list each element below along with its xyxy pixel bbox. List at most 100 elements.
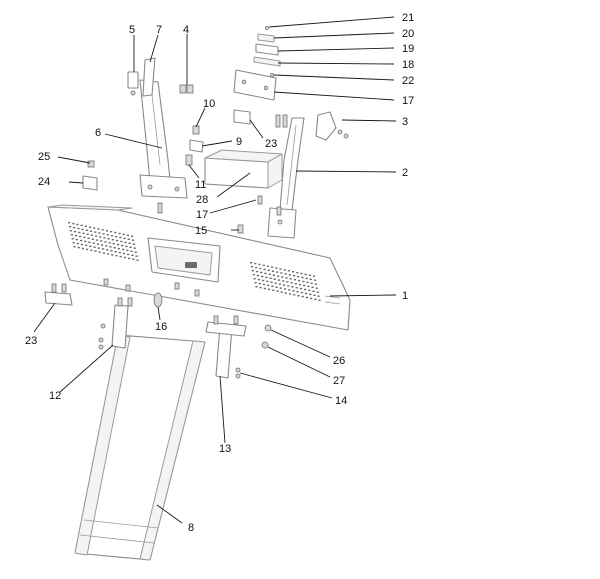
vent-slot	[128, 257, 131, 260]
vent-slot	[290, 282, 293, 284]
vent-slot	[296, 291, 299, 293]
vent-slot	[268, 288, 271, 291]
vent-slot	[91, 238, 94, 240]
vent-slot	[267, 269, 270, 271]
vent-slot	[300, 291, 303, 294]
callout-11: 11	[195, 179, 206, 191]
vent-slot	[86, 233, 89, 235]
vent-slot	[271, 270, 275, 272]
vent-slot	[85, 229, 88, 231]
vent-slot	[255, 266, 258, 269]
vent-slot	[271, 285, 274, 287]
vent-slot	[73, 246, 76, 248]
vent-slot	[298, 283, 302, 286]
vent-slot	[81, 247, 84, 250]
vent-slot	[92, 242, 95, 244]
vent-slot	[286, 281, 289, 283]
vent-slot	[90, 249, 93, 251]
vent-slot	[88, 241, 91, 243]
vent-slot	[105, 245, 108, 247]
vent-slot	[80, 243, 84, 246]
vent-slot	[301, 276, 304, 279]
vent-slot	[253, 278, 256, 280]
vent-slot	[89, 230, 93, 232]
vent-slot	[73, 226, 76, 229]
part-chute-tube	[74, 334, 206, 561]
part-clip-24-25	[82, 160, 98, 191]
vent-slot	[250, 266, 254, 268]
part-clamp-23-left	[44, 283, 73, 306]
vent-slot	[129, 246, 132, 248]
vent-slot	[90, 234, 93, 236]
vent-slot	[279, 287, 282, 289]
callout-23-left: 23	[25, 335, 37, 347]
vent-slot	[306, 281, 309, 284]
vent-slot	[86, 248, 89, 251]
vent-slot	[84, 240, 87, 243]
part-small-hardware-9-11	[185, 125, 204, 166]
vent-slot	[279, 268, 282, 270]
vent-slot	[313, 294, 316, 296]
vent-slot	[131, 239, 135, 241]
vent-slot	[133, 247, 136, 249]
vent-slot	[257, 278, 260, 281]
vent-slot	[98, 232, 101, 234]
vent-slot	[77, 246, 80, 249]
vent-slot	[256, 274, 260, 277]
part-bolts-14	[235, 367, 241, 379]
vent-slot	[126, 234, 129, 236]
vent-slot	[135, 255, 138, 257]
vent-slot	[107, 253, 110, 255]
vent-slot	[314, 283, 317, 285]
vent-slot	[83, 236, 86, 239]
callout-17-lower: 17	[196, 209, 208, 221]
vent-slot	[101, 229, 104, 231]
vent-slot	[254, 282, 257, 284]
vent-slot	[118, 251, 121, 254]
vent-slot	[265, 276, 268, 279]
vent-slot	[76, 223, 79, 226]
vent-slot	[281, 276, 284, 278]
vent-slot	[262, 279, 265, 282]
vent-slot	[114, 251, 117, 253]
vent-slot	[76, 242, 79, 245]
callout-8: 8	[188, 522, 194, 534]
leader-lines	[33, 16, 397, 524]
vent-slot	[95, 239, 99, 241]
vent-slot	[106, 234, 109, 236]
vent-slot	[250, 262, 253, 264]
vent-slot	[116, 243, 120, 246]
part-cover-box	[204, 149, 283, 189]
vent-slot	[283, 288, 287, 290]
vent-slot	[273, 278, 276, 280]
vent-slot	[123, 237, 126, 240]
vent-slot	[295, 287, 298, 289]
callout-6: 6	[95, 127, 101, 139]
vent-slot	[127, 238, 130, 240]
part-support-12	[98, 297, 133, 350]
part-left-arm	[139, 79, 188, 199]
callout-3: 3	[402, 116, 408, 128]
vent-slot	[136, 259, 139, 261]
vent-slot	[277, 275, 280, 277]
vent-slot	[82, 232, 85, 235]
vent-slot	[95, 235, 98, 237]
vent-slot	[299, 287, 302, 290]
vent-slot	[311, 286, 314, 288]
part-main-panel	[47, 204, 351, 331]
callout-14: 14	[335, 395, 347, 407]
vent-slot	[297, 295, 300, 297]
vent-slot	[80, 224, 83, 227]
vent-slot	[258, 263, 261, 266]
vent-slot	[96, 243, 99, 245]
vent-slot	[131, 235, 134, 237]
vent-slot	[276, 271, 279, 273]
vent-slot	[287, 270, 290, 272]
callout-28: 28	[196, 194, 208, 206]
vent-slot	[305, 277, 308, 280]
vent-slot	[313, 279, 317, 281]
vent-slot	[125, 245, 128, 248]
callout-26: 26	[333, 355, 345, 367]
vent-slot	[119, 236, 122, 239]
